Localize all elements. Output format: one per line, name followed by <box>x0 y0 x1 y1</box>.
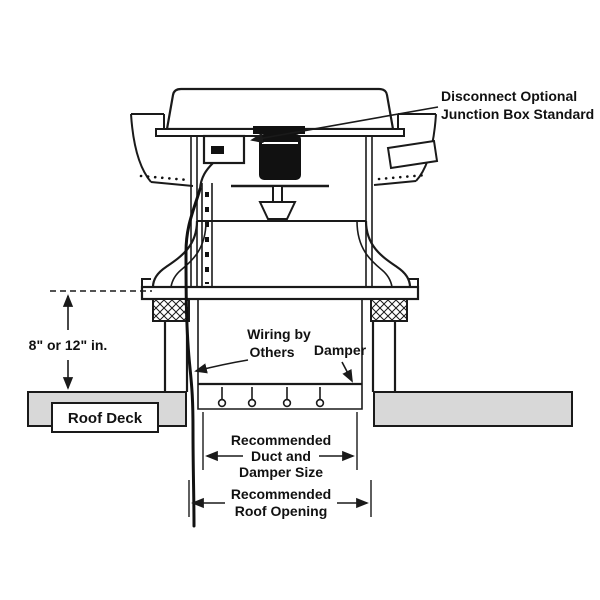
junction-box <box>198 134 246 190</box>
rivet-row-right <box>377 173 428 181</box>
roof-curb <box>163 321 397 392</box>
disconnect-text-line1: Disconnect Optional <box>441 88 577 104</box>
fan-unit <box>130 87 439 410</box>
base-plate <box>140 278 420 301</box>
fan-wheel-assembly <box>231 184 329 220</box>
field-wiring <box>184 187 202 528</box>
venturi-bowl <box>151 220 412 288</box>
curb-height-dimension: 8" or 12" in. <box>29 290 152 390</box>
support-posts <box>190 129 373 287</box>
damper-assembly <box>197 382 363 410</box>
mounting-channel <box>201 183 213 287</box>
duct-size-line2: Duct and <box>251 448 311 464</box>
wiring-text-line2: Others <box>249 344 294 360</box>
curb-nailer-right <box>370 298 408 322</box>
conduit <box>198 162 214 190</box>
curb-height-text: 8" or 12" in. <box>29 337 108 353</box>
fan-hood <box>165 87 395 131</box>
duct-size-dimension: Recommended Duct and Damper Size <box>202 412 358 480</box>
motor <box>253 126 305 180</box>
junction-box-detail <box>211 146 224 154</box>
damper-leader-arrow <box>341 361 353 383</box>
rivet-row-left <box>139 174 190 182</box>
damper-blades <box>217 387 325 408</box>
windband-left <box>130 113 194 187</box>
wiring-callout: Wiring by Others <box>194 326 311 374</box>
curb-nailer-left <box>152 298 190 322</box>
roof-opening-line1: Recommended <box>231 486 331 502</box>
duct-size-line1: Recommended <box>231 432 331 448</box>
disconnect-callout: Disconnect Optional Junction Box Standar… <box>250 88 594 144</box>
windband-right <box>373 113 439 186</box>
disconnect-leader-arrow <box>250 106 439 144</box>
disconnect-text-line2: Junction Box Standard <box>441 106 594 122</box>
side-bracket <box>386 139 439 170</box>
wiring-text-line1: Wiring by <box>247 326 311 342</box>
damper-callout: Damper <box>314 342 367 383</box>
duct-size-line3: Damper Size <box>239 464 323 480</box>
wiring-leader-arrow <box>194 359 249 374</box>
damper-text: Damper <box>314 342 367 358</box>
roof-opening-line2: Roof Opening <box>235 503 328 519</box>
roof-opening-dimension: Recommended Roof Opening <box>188 480 372 519</box>
roof-deck-text: Roof Deck <box>68 410 143 427</box>
roof-slab-right <box>373 391 573 427</box>
roof-deck-label: Roof Deck <box>51 402 159 433</box>
